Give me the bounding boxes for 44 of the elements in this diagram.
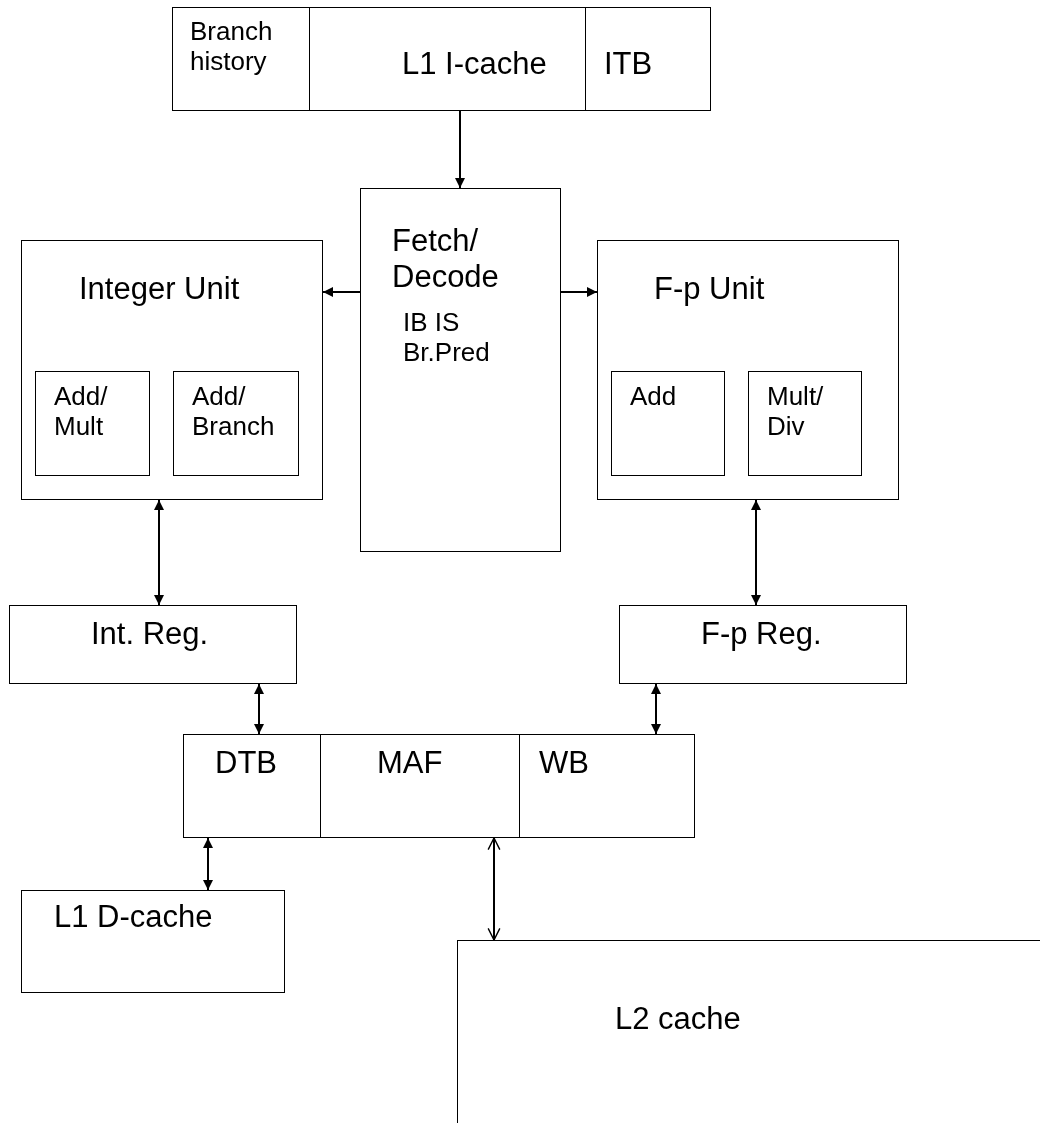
unit-label: L2 cache <box>615 1001 741 1037</box>
unit-box <box>597 240 899 500</box>
unit-label: Int. Reg. <box>91 616 209 652</box>
unit-box <box>320 734 520 838</box>
arrow <box>455 110 465 189</box>
unit-label: Branch history <box>190 17 273 77</box>
unit-label: Add/ Mult <box>54 382 108 442</box>
unit-box <box>172 7 310 111</box>
unit-box <box>9 605 297 684</box>
arrow <box>751 499 761 606</box>
unit-label: L1 I-cache <box>402 46 547 82</box>
cache-region <box>457 940 1040 1123</box>
unit-box <box>360 188 561 552</box>
unit-label: Add/ Branch <box>192 382 275 442</box>
unit-label: Fetch/ Decode <box>392 223 499 295</box>
unit-label: Integer Unit <box>79 271 240 307</box>
arrow <box>154 499 164 606</box>
unit-label: L1 D-cache <box>54 899 213 935</box>
arrow <box>203 837 213 891</box>
unit-label: F-p Unit <box>654 271 765 307</box>
unit-label: Mult/ Div <box>767 382 824 442</box>
arrow <box>560 287 598 297</box>
unit-box <box>21 890 285 993</box>
unit-label: WB <box>539 745 589 781</box>
unit-label: MAF <box>377 745 443 781</box>
arrow <box>487 837 501 941</box>
unit-box <box>183 734 321 838</box>
unit-box <box>519 734 695 838</box>
unit-box <box>619 605 907 684</box>
unit-box <box>21 240 323 500</box>
arrow <box>254 683 264 735</box>
unit-box <box>585 7 711 111</box>
unit-box <box>748 371 862 476</box>
arrow <box>322 287 361 297</box>
unit-label: F-p Reg. <box>701 616 822 652</box>
arrow <box>651 683 661 735</box>
unit-box <box>611 371 725 476</box>
unit-box <box>35 371 150 476</box>
unit-label: Add <box>630 382 677 412</box>
unit-label: ITB <box>604 46 653 82</box>
unit-label: DTB <box>215 745 277 781</box>
unit-box <box>309 7 586 111</box>
unit-box <box>173 371 299 476</box>
unit-contents: IB IS Br.Pred <box>402 308 490 369</box>
